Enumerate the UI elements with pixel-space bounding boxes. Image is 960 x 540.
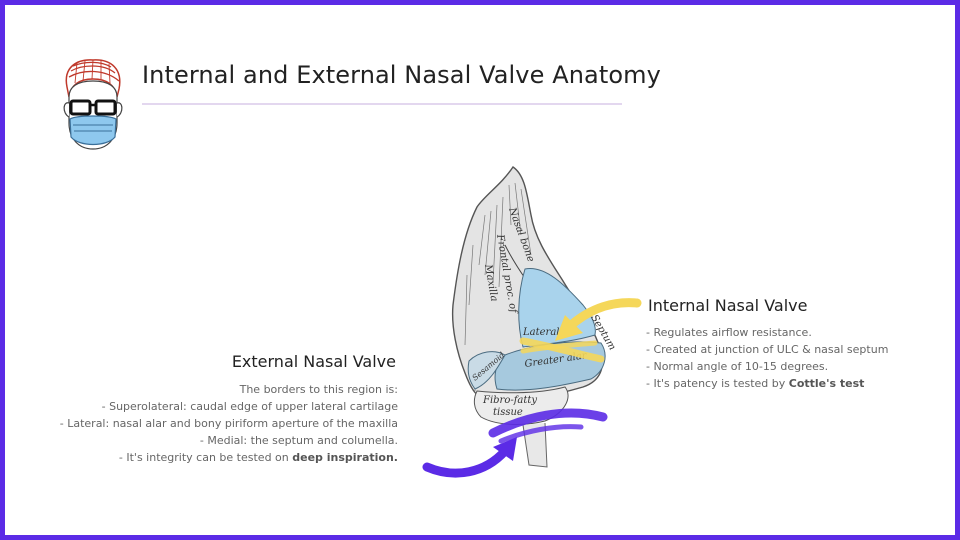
external-line: - Lateral: nasal alar and bony piriform …	[59, 417, 398, 430]
external-valve-description: The borders to this region is: - Superol…	[60, 381, 398, 466]
external-line-last: - It's integrity can be tested on deep i…	[60, 449, 398, 466]
page-title: Internal and External Nasal Valve Anatom…	[142, 61, 661, 89]
internal-valve-description: - Regulates airflow resistance. - Create…	[646, 324, 888, 392]
external-valve-heading: External Nasal Valve	[231, 352, 396, 371]
internal-line: - Normal angle of 10-15 degrees.	[646, 360, 829, 373]
nasal-anatomy-illustration: Nasal bone Frontal proc. of Maxilla Late…	[422, 166, 642, 478]
internal-valve-heading: Internal Nasal Valve	[648, 296, 808, 315]
title-divider	[142, 103, 622, 105]
external-test-name: deep inspiration.	[292, 451, 398, 464]
internal-line: - Regulates airflow resistance.	[646, 326, 812, 339]
internal-test-prefix: - It's patency is tested by	[646, 377, 789, 390]
external-line: - Medial: the septum and columella.	[199, 434, 398, 447]
external-test-prefix: - It's integrity can be tested on	[118, 451, 293, 464]
external-line: - Superolateral: caudal edge of upper la…	[101, 400, 398, 413]
label-tissue: tissue	[493, 407, 523, 418]
label-fibro-fatty: Fibro-fatty	[482, 395, 537, 406]
internal-line-last: - It's patency is tested by Cottle's tes…	[646, 375, 888, 392]
internal-test-name: Cottle's test	[788, 377, 865, 390]
external-line: The borders to this region is:	[239, 383, 398, 396]
internal-line: - Created at junction of ULC & nasal sep…	[646, 343, 889, 356]
label-lateral: Lateral	[522, 327, 559, 338]
doctor-logo-icon	[63, 59, 123, 150]
